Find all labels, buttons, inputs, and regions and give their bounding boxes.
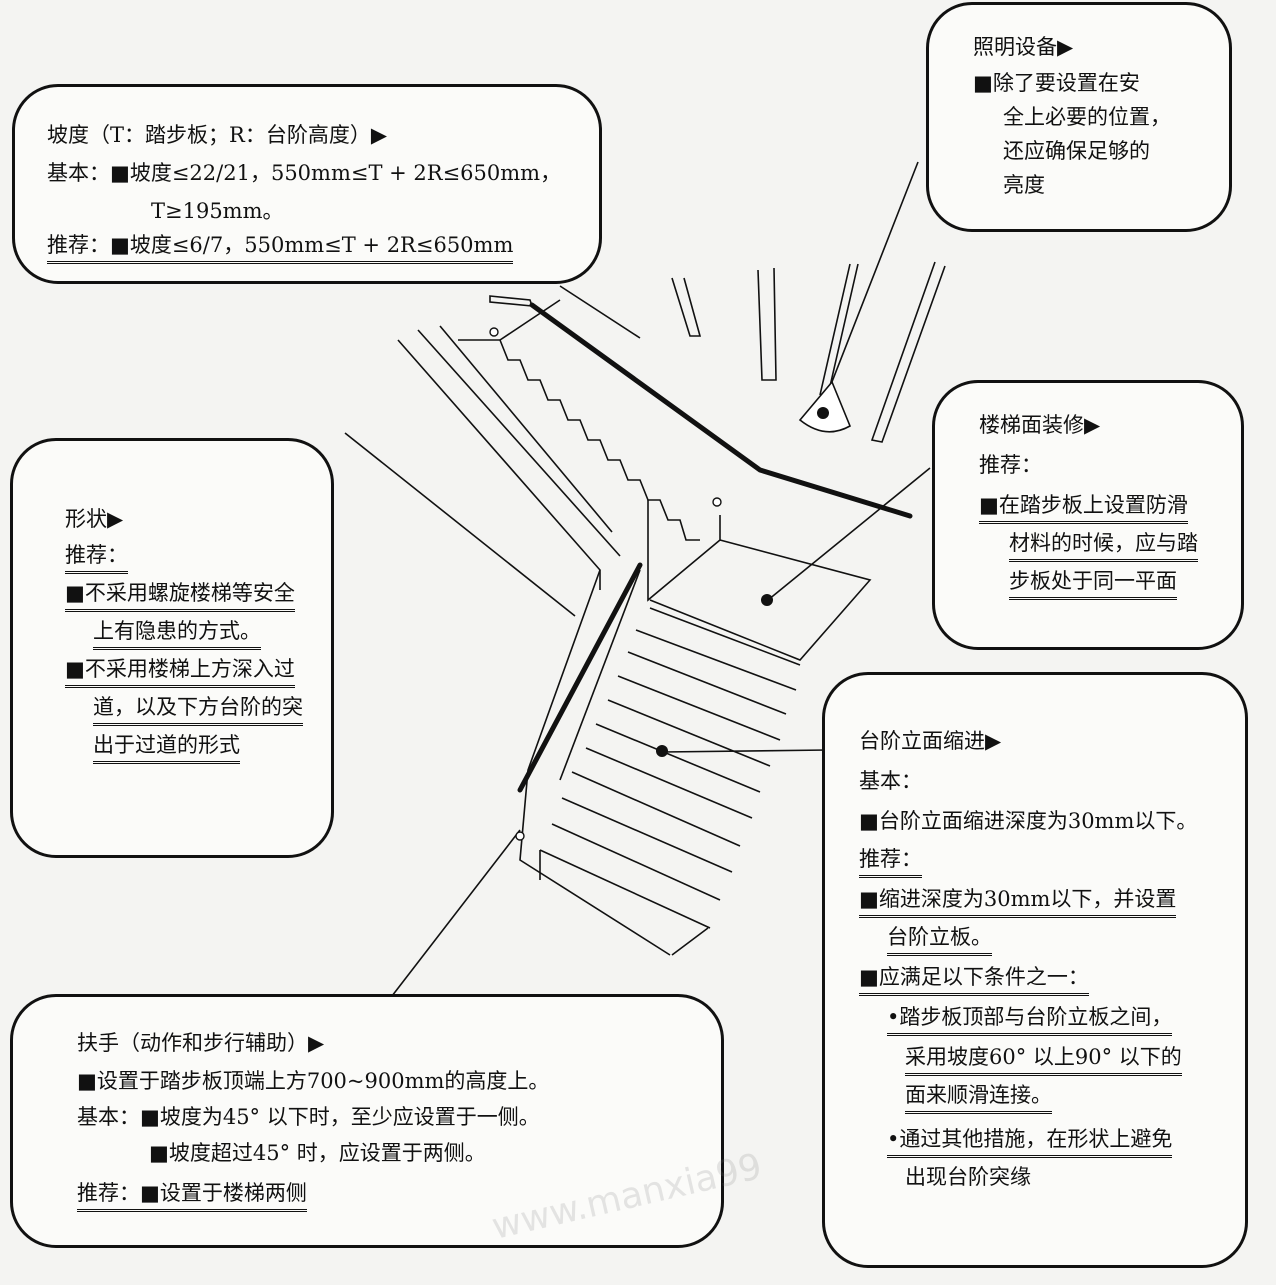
shape-line-3: ■不采用楼梯上方深入过 [65,655,295,688]
upper-handrail [529,302,913,519]
handrail-line-1: ■设置于踏步板顶端上方700~900mm的高度上。 [77,1069,550,1093]
riser-line-7: 面来顺滑连接。 [905,1081,1052,1114]
slope-basic-line: 基本：■坡度≤22/21，550mm≤T + 2R≤650mm， [47,161,562,185]
shape-line-2: 上有隐患的方式。 [93,617,261,650]
riser-line-1: ■台阶立面缩进深度为30mm以下。 [859,809,1198,833]
leader-finish [767,467,931,601]
leader-handrail [391,829,521,997]
lighting-title: 照明设备▶ [973,35,1074,59]
lighting-line-2: 全上必要的位置， [1003,105,1171,129]
riser-line-2: ■缩进深度为30mm以下，并设置 [859,885,1177,918]
lighting-line-1: ■除了要设置在安 [973,71,1140,95]
slope-box: 坡度（T：踏步板；R：台阶高度）▶ 基本：■坡度≤22/21，550mm≤T +… [12,84,602,284]
riser-line-3: 台阶立板。 [887,923,992,956]
riser-basic-label: 基本： [859,769,922,793]
handrail-line-2: 基本：■坡度为45° 以下时，至少应设置于一侧。 [77,1105,540,1129]
handrail-title: 扶手（动作和步行辅助）▶ [77,1031,325,1055]
leader-lighting [827,161,919,393]
lighting-line-4: 亮度 [1003,173,1045,197]
finish-line-1: ■在踏步板上设置防滑 [979,491,1188,524]
slope-basic-line-2: T≥195mm。 [151,199,284,223]
finish-line-3: 步板处于同一平面 [1009,567,1177,600]
lighting-box: 照明设备▶ ■除了要设置在安 全上必要的位置， 还应确保足够的 亮度 [926,2,1232,232]
shape-title: 形状▶ [65,507,124,531]
handrail-recommend-line: 推荐：■设置于楼梯两侧 [77,1179,307,1212]
riser-box: 台阶立面缩进▶ 基本： ■台阶立面缩进深度为30mm以下。 推荐： ■缩进深度为… [822,672,1248,1268]
finish-recommend-label: 推荐： [979,453,1042,477]
finish-line-2: 材料的时候，应与踏 [1009,529,1198,562]
shape-line-1: ■不采用螺旋楼梯等安全 [65,579,295,612]
riser-line-8: •通过其他措施，在形状上避免 [887,1125,1173,1158]
handrail-line-3: ■坡度超过45° 时，应设置于两侧。 [149,1141,486,1165]
shape-line-4: 道，以及下方台阶的突 [93,693,303,726]
riser-line-4: ■应满足以下条件之一： [859,963,1089,996]
lower-handrail [517,562,643,793]
shape-box: 形状▶ 推荐： ■不采用螺旋楼梯等安全 上有隐患的方式。 ■不采用楼梯上方深入过… [10,438,334,858]
riser-line-6: 采用坡度60° 以上90° 以下的 [905,1043,1182,1076]
slope-recommend-line: 推荐：■坡度≤6/7，550mm≤T + 2R≤650mm [47,231,514,264]
shape-line-5: 出于过道的形式 [93,731,240,764]
leader-riser [661,749,829,753]
slope-title: 坡度（T：踏步板；R：台阶高度）▶ [47,123,387,147]
finish-title: 楼梯面装修▶ [979,413,1101,437]
riser-recommend-label: 推荐： [859,845,922,878]
lighting-line-3: 还应确保足够的 [1003,139,1150,163]
finish-box: 楼梯面装修▶ 推荐： ■在踏步板上设置防滑 材料的时候，应与踏 步板处于同一平面 [932,380,1244,650]
lamp-shade [798,380,852,433]
leader-slope [559,285,641,339]
leader-shape [344,432,576,617]
shape-recommend-label: 推荐： [65,541,128,574]
riser-line-5: •踏步板顶部与台阶立板之间， [887,1003,1173,1036]
riser-line-9: 出现台阶突缘 [905,1165,1031,1189]
handrail-box: 扶手（动作和步行辅助）▶ ■设置于踏步板顶端上方700~900mm的高度上。 基… [10,994,724,1248]
riser-title: 台阶立面缩进▶ [859,729,1002,753]
